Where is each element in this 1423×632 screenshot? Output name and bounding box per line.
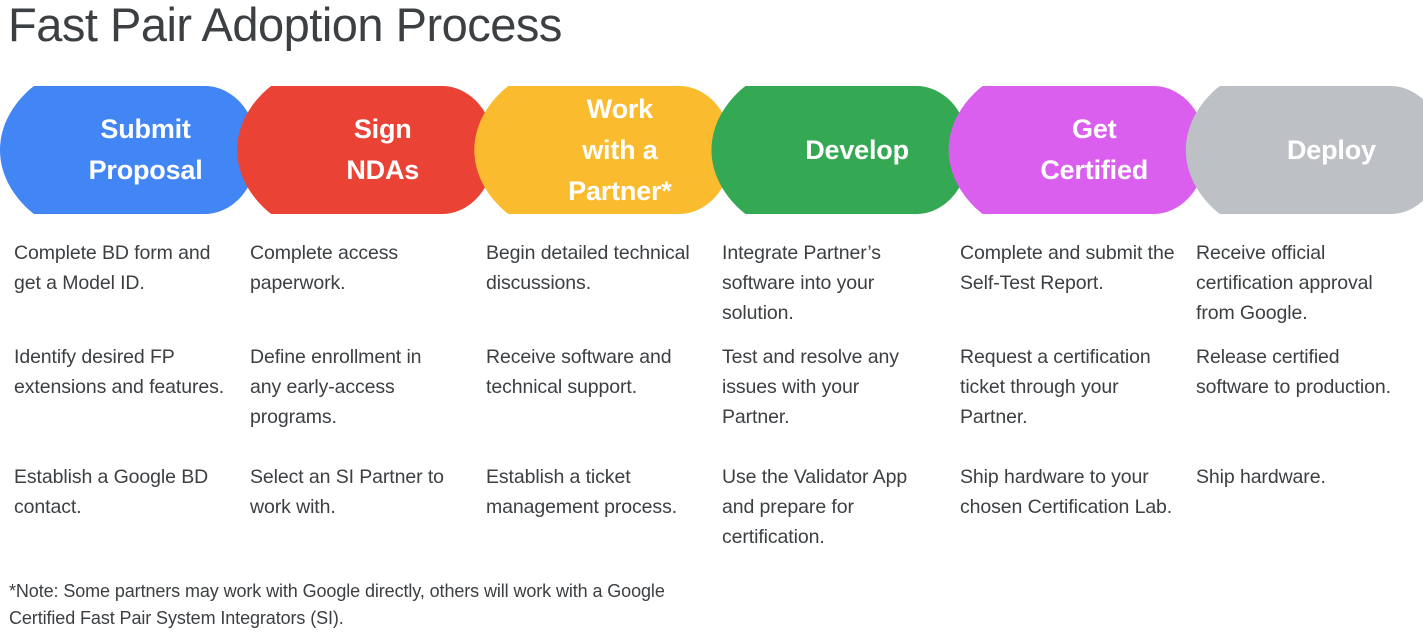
process-detail-item: Receive software and technical support. — [486, 346, 672, 398]
process-detail-item: Use the Validator App and prepare for ce… — [722, 466, 908, 548]
process-stage-shape[interactable] — [237, 86, 495, 214]
process-stage-shape[interactable] — [0, 86, 258, 214]
process-detail-item: Integrate Partner’s software into your s… — [722, 242, 881, 324]
process-detail-item: Establish a Google BD contact. — [14, 466, 209, 518]
process-detail-item: Complete and submit the Self-Test Report… — [960, 242, 1175, 294]
process-detail-item: Ship hardware. — [1196, 466, 1326, 488]
process-stage-shape[interactable] — [1185, 86, 1423, 214]
process-detail-item: Complete access paperwork. — [250, 242, 399, 294]
process-detail-item: Complete BD form and get a Model ID. — [14, 242, 211, 294]
process-detail-item: Receive official certification approval … — [1196, 242, 1373, 324]
process-detail-item: Request a certification ticket through y… — [960, 346, 1151, 428]
process-detail-item: Identify desired FP extensions and featu… — [14, 346, 225, 398]
footnote-note: *Note: Some partners may work with Googl… — [9, 581, 665, 628]
process-detail-item: Establish a ticket management process. — [486, 466, 678, 518]
process-detail-item: Test and resolve any issues with your Pa… — [722, 346, 899, 428]
process-detail-item: Ship hardware to your chosen Certificati… — [960, 466, 1173, 518]
process-banner-shapes — [0, 86, 1423, 214]
process-detail-item: Define enrollment in any early-access pr… — [250, 346, 422, 428]
process-stage-shape[interactable] — [474, 86, 732, 214]
process-stage-shape[interactable] — [948, 86, 1206, 214]
page-title: Fast Pair Adoption Process — [8, 0, 562, 51]
process-detail-columns: Complete BD form and get a Model ID. Iden… — [0, 238, 1423, 568]
process-stage-shape[interactable] — [711, 86, 969, 214]
process-detail-item: Begin detailed technical discussions. — [486, 242, 690, 294]
process-detail-item: Select an SI Partner to work with. — [250, 466, 444, 518]
process-detail-item: Release certified software to production… — [1196, 346, 1391, 398]
